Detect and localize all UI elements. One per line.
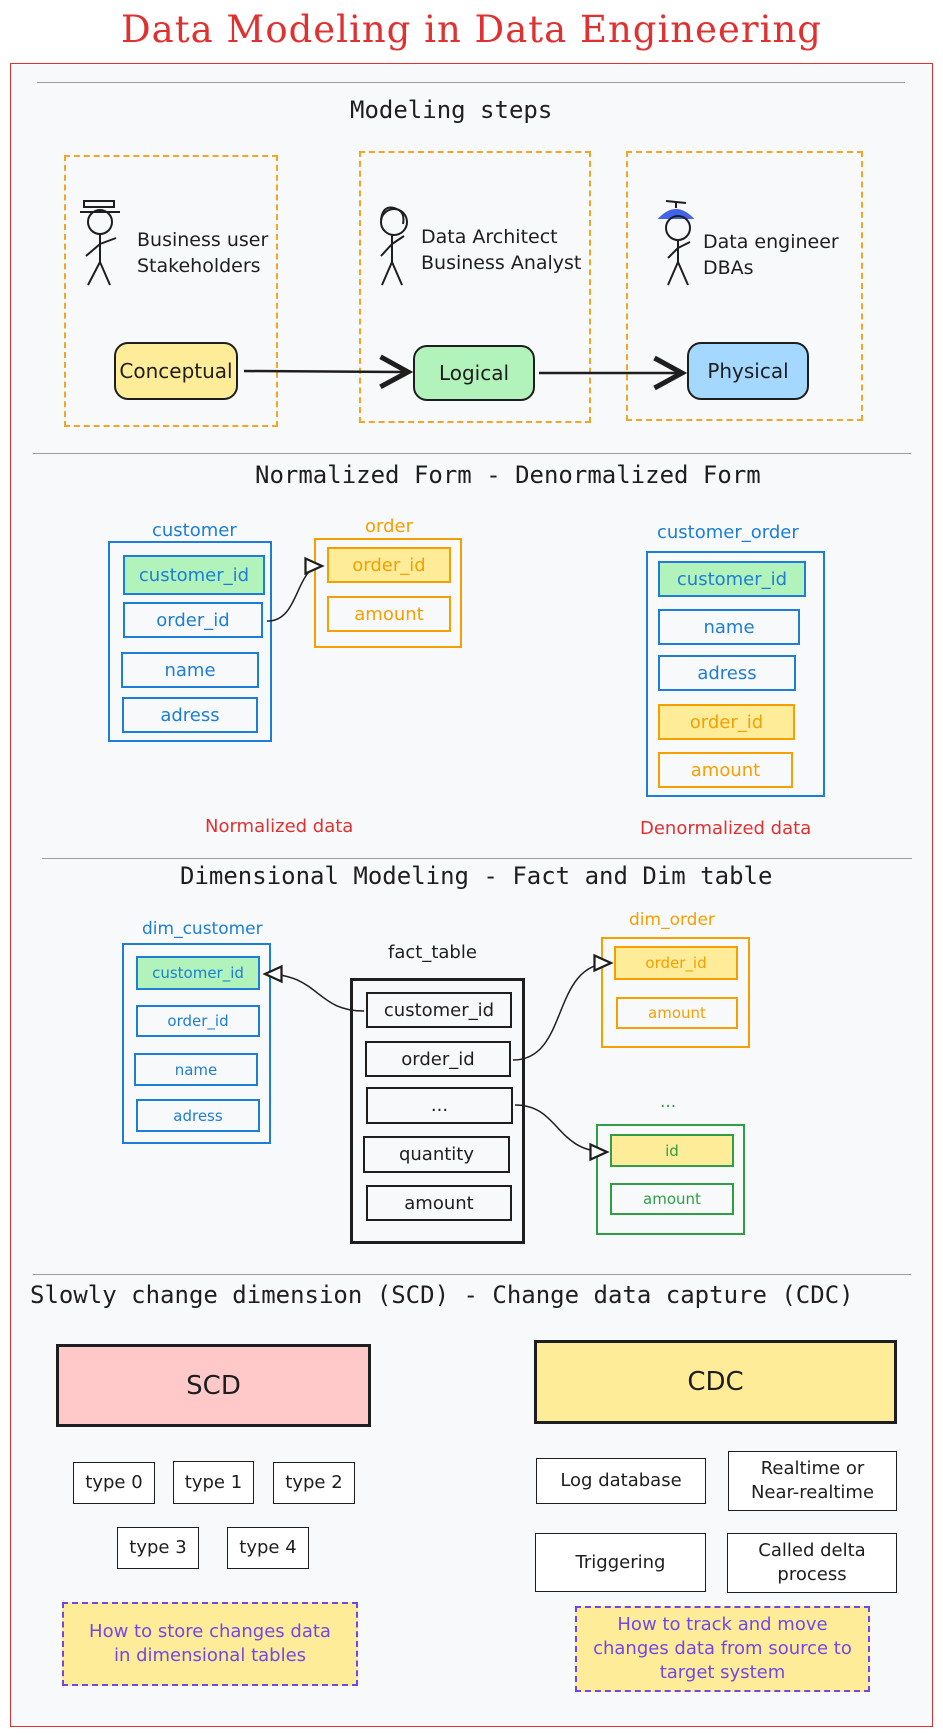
conceptual-node: Conceptual (114, 342, 238, 400)
section-divider (37, 82, 905, 83)
normalized-data-label: Normalized data (205, 816, 354, 837)
scd-type: type 1 (173, 1461, 254, 1504)
dim-other-table-name: ... (660, 1092, 677, 1112)
diagram-frame (10, 63, 933, 1727)
fact-field: customer_id (366, 992, 512, 1028)
scd-type: type 2 (273, 1462, 355, 1504)
customer-order-field: adress (658, 655, 796, 691)
dim-customer-table-name: dim_customer (142, 919, 263, 939)
cdc-item: Log database (536, 1458, 706, 1504)
dim-other-table (596, 1124, 745, 1235)
dim-customer-field: adress (136, 1099, 260, 1132)
fact-table-name: fact_table (388, 942, 477, 963)
customer-field: customer_id (123, 555, 265, 595)
section-divider (33, 453, 911, 454)
customer-order-field: customer_id (658, 561, 806, 597)
scd-cdc-section-title: Slowly change dimension (SCD) - Change d… (30, 1281, 854, 1309)
scd-type: type 4 (227, 1527, 309, 1569)
fact-field: amount (366, 1185, 512, 1221)
physical-node: Physical (687, 342, 809, 400)
section-divider (33, 1274, 911, 1275)
cdc-item: Triggering (535, 1533, 706, 1592)
physical-group (626, 151, 863, 421)
modeling-steps-title: Modeling steps (350, 96, 553, 124)
customer-order-field: name (658, 609, 800, 645)
dim-order-field: order_id (614, 946, 738, 980)
scd-box: SCD (56, 1344, 371, 1427)
denormalized-data-label: Denormalized data (640, 818, 812, 839)
order-field: order_id (327, 547, 451, 583)
fact-field: quantity (363, 1136, 510, 1173)
conceptual-group (64, 155, 278, 427)
customer-field: order_id (123, 602, 263, 638)
fact-field: order_id (365, 1041, 511, 1077)
scd-note: How to store changes data in dimensional… (62, 1602, 358, 1686)
dim-customer-field: name (134, 1053, 258, 1086)
order-field: amount (327, 596, 451, 632)
customer-field: adress (122, 697, 258, 733)
normalized-section-title: Normalized Form - Denormalized Form (255, 461, 761, 489)
cdc-item: Called delta process (727, 1533, 897, 1593)
logical-node: Logical (413, 345, 535, 401)
dim-customer-table (122, 943, 271, 1144)
section-divider (42, 858, 912, 859)
dim-other-field: amount (610, 1183, 734, 1215)
customer-order-table (646, 551, 825, 797)
dimensional-section-title: Dimensional Modeling - Fact and Dim tabl… (180, 862, 773, 890)
scd-type: type 3 (117, 1527, 199, 1569)
dim-other-field: id (610, 1134, 734, 1167)
dim-customer-field: order_id (136, 1005, 260, 1037)
customer-order-table-name: customer_order (657, 522, 799, 543)
logical-role: Data Architect Business Analyst (421, 226, 582, 274)
logical-group (359, 151, 591, 423)
cdc-note: How to track and move changes data from … (575, 1606, 870, 1692)
customer-order-field: order_id (658, 704, 795, 740)
conceptual-role: Business user Stakeholders (137, 229, 269, 277)
customer-order-field: amount (658, 752, 793, 788)
scd-type: type 0 (73, 1462, 155, 1504)
customer-table-name: customer (152, 520, 237, 541)
customer-table (108, 541, 272, 742)
dim-customer-field: customer_id (136, 956, 260, 990)
customer-field: name (121, 652, 259, 688)
cdc-box: CDC (534, 1340, 897, 1424)
page-title: Data Modeling in Data Engineering (121, 8, 822, 51)
dim-order-field: amount (616, 997, 738, 1029)
fact-field: ... (366, 1087, 513, 1124)
cdc-item: Realtime or Near-realtime (728, 1451, 897, 1511)
order-table-name: order (365, 516, 413, 537)
dim-order-table-name: dim_order (629, 910, 715, 930)
physical-role: Data engineer DBAs (703, 231, 839, 279)
